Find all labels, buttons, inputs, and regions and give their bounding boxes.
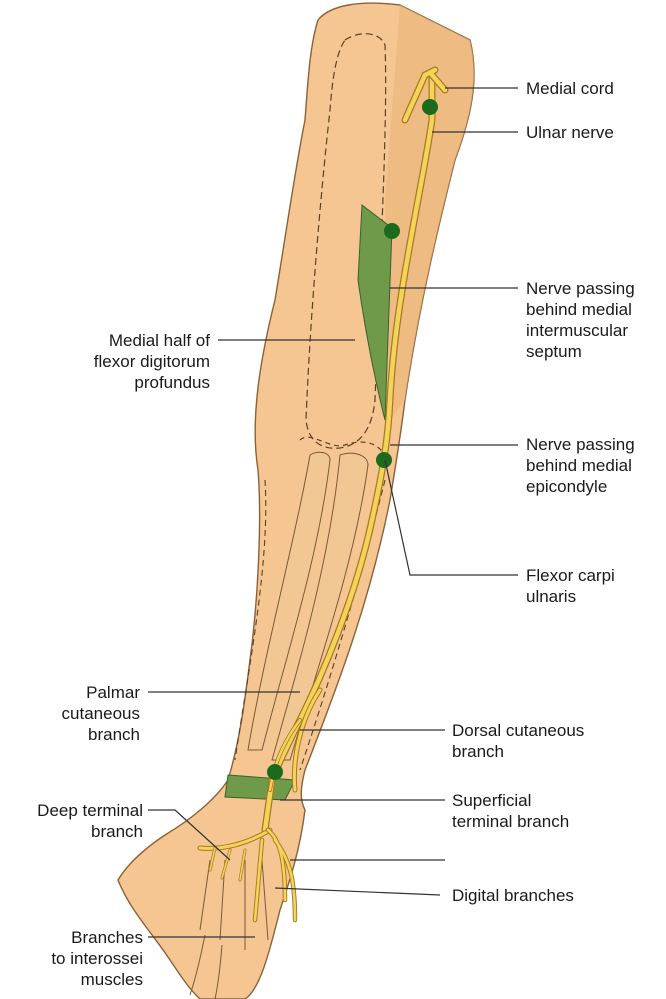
- label-interossei: Branches to interossei muscles: [51, 927, 143, 990]
- label-epicondyle: Nerve passing behind medial epicondyle: [526, 434, 635, 497]
- node-wrist: [267, 764, 283, 780]
- label-medial-cord: Medial cord: [526, 78, 614, 99]
- label-digital: Digital branches: [452, 885, 574, 906]
- label-superficial: Superficial terminal branch: [452, 790, 569, 832]
- label-fcu: Flexor carpi ulnaris: [526, 565, 615, 607]
- label-dorsal: Dorsal cutaneous branch: [452, 720, 584, 762]
- node-septum: [384, 223, 400, 239]
- label-deep: Deep terminal branch: [37, 800, 143, 842]
- node-epicondyle: [376, 452, 392, 468]
- wrist-region: [225, 775, 295, 800]
- label-septum: Nerve passing behind medial intermuscula…: [526, 278, 635, 362]
- label-palmar: Palmar cutaneous branch: [62, 682, 140, 745]
- node-medial-cord: [422, 99, 438, 115]
- upper-arm-shading: [385, 5, 474, 420]
- label-ulnar-nerve: Ulnar nerve: [526, 122, 614, 143]
- label-fdp: Medial half of flexor digitorum profundu…: [94, 330, 210, 393]
